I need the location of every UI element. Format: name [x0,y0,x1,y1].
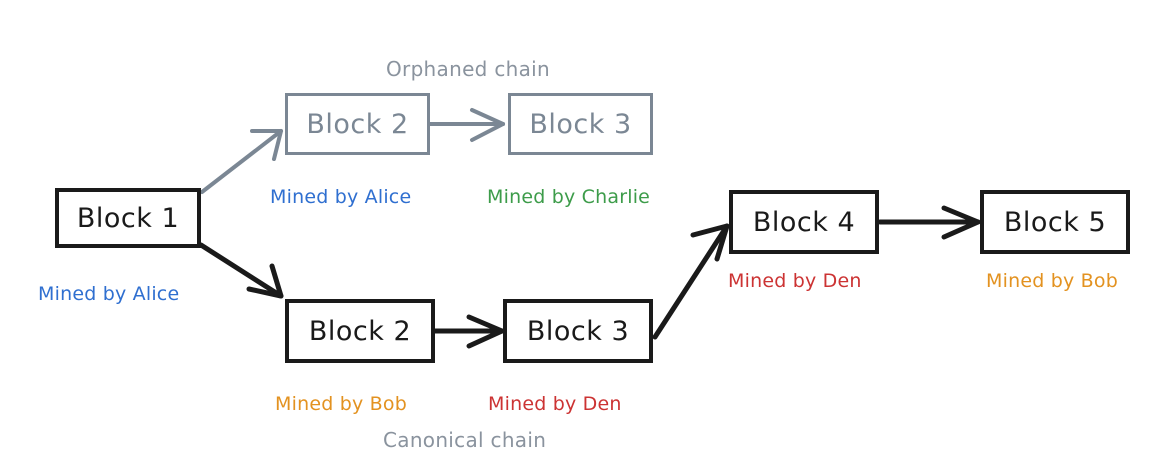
block-node-canon-block2[interactable]: Block 2 [285,299,435,363]
miner-label-block1: Mined by Alice [38,283,180,305]
miner-label-block5: Mined by Bob [986,270,1118,292]
arrow-canon-block2-to-canon-block3 [432,314,505,349]
block-node-orphan-block3[interactable]: Block 3 [508,93,653,155]
miner-label-canon-block3: Mined by Den [488,393,622,415]
block-node-canon-block3[interactable]: Block 3 [503,299,653,363]
arrow-block1-to-orphan-block2 [200,129,283,194]
miner-label-block4: Mined by Den [728,270,862,292]
arrow-orphan-block2-to-orphan-block3 [428,108,505,142]
orphaned-chain-title: Orphaned chain [386,57,550,81]
arrow-block1-to-canon-block2 [198,242,284,299]
canonical-chain-title: Canonical chain [383,428,547,452]
block-node-orphan-block2[interactable]: Block 2 [285,93,430,155]
block-label: Block 3 [526,315,630,347]
block-node-block1[interactable]: Block 1 [55,188,201,248]
block-node-block5[interactable]: Block 5 [980,190,1130,254]
block-node-block4[interactable]: Block 4 [729,190,879,254]
block-label: Block 1 [76,202,180,234]
arrow-canon-block3-to-block4 [652,223,730,340]
block-label: Block 2 [306,108,409,140]
miner-label-orphan-block2: Mined by Alice [270,186,412,208]
block-label: Block 4 [752,206,856,238]
block-label: Block 5 [1003,206,1107,238]
arrow-block4-to-block5 [877,205,981,240]
block-label: Block 2 [308,315,412,347]
miner-label-canon-block2: Mined by Bob [275,393,407,415]
block-label: Block 3 [529,108,632,140]
miner-label-orphan-block3: Mined by Charlie [487,186,651,208]
